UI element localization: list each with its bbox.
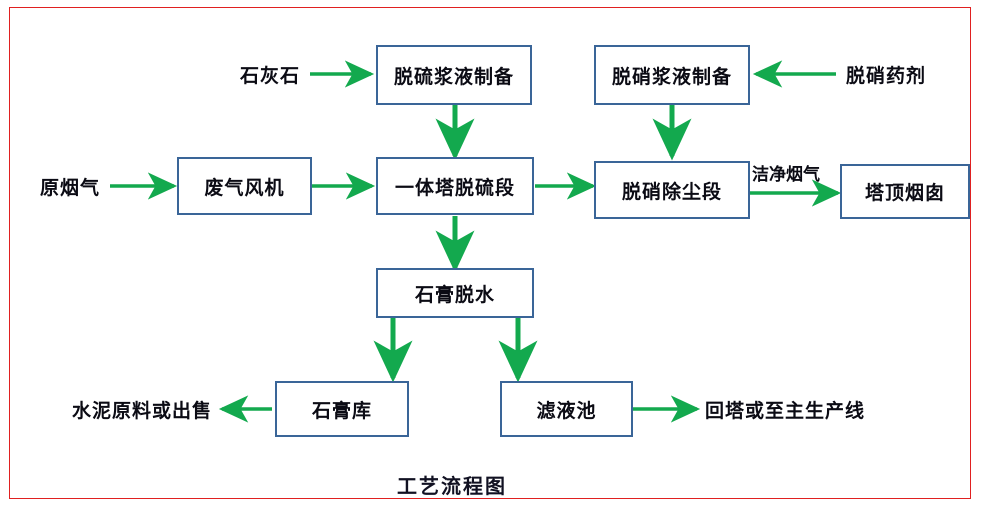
figure-caption: 工艺流程图 [397,476,507,498]
node-gypsum-dewatering[interactable]: 石膏脱水 [376,268,534,318]
node-integrated-tower-desulf[interactable]: 一体塔脱硫段 [376,157,534,215]
node-gypsum-storage[interactable]: 石膏库 [275,381,409,437]
label-cement-material-or-sale: 水泥原料或出售 [71,400,212,422]
label-return-to-tower-or-main-line: 回塔或至主生产线 [705,400,866,422]
label-limestone-input: 石灰石 [239,65,300,87]
diagram-outer-border [9,7,971,499]
label-clean-flue-gas: 洁净烟气 [752,165,820,184]
label-denitr-agent-input: 脱硝药剂 [846,65,927,87]
node-denitr-dedust[interactable]: 脱硝除尘段 [594,161,750,219]
node-tower-top-stack[interactable]: 塔顶烟囱 [840,164,970,219]
node-desulf-slurry-prep[interactable]: 脱硫浆液制备 [376,45,532,105]
node-denitr-slurry-prep[interactable]: 脱硝浆液制备 [594,45,750,105]
node-filtrate-pond[interactable]: 滤液池 [500,381,633,437]
node-waste-gas-fan[interactable]: 废气风机 [177,157,312,215]
label-raw-flue-gas-input: 原烟气 [39,177,100,199]
